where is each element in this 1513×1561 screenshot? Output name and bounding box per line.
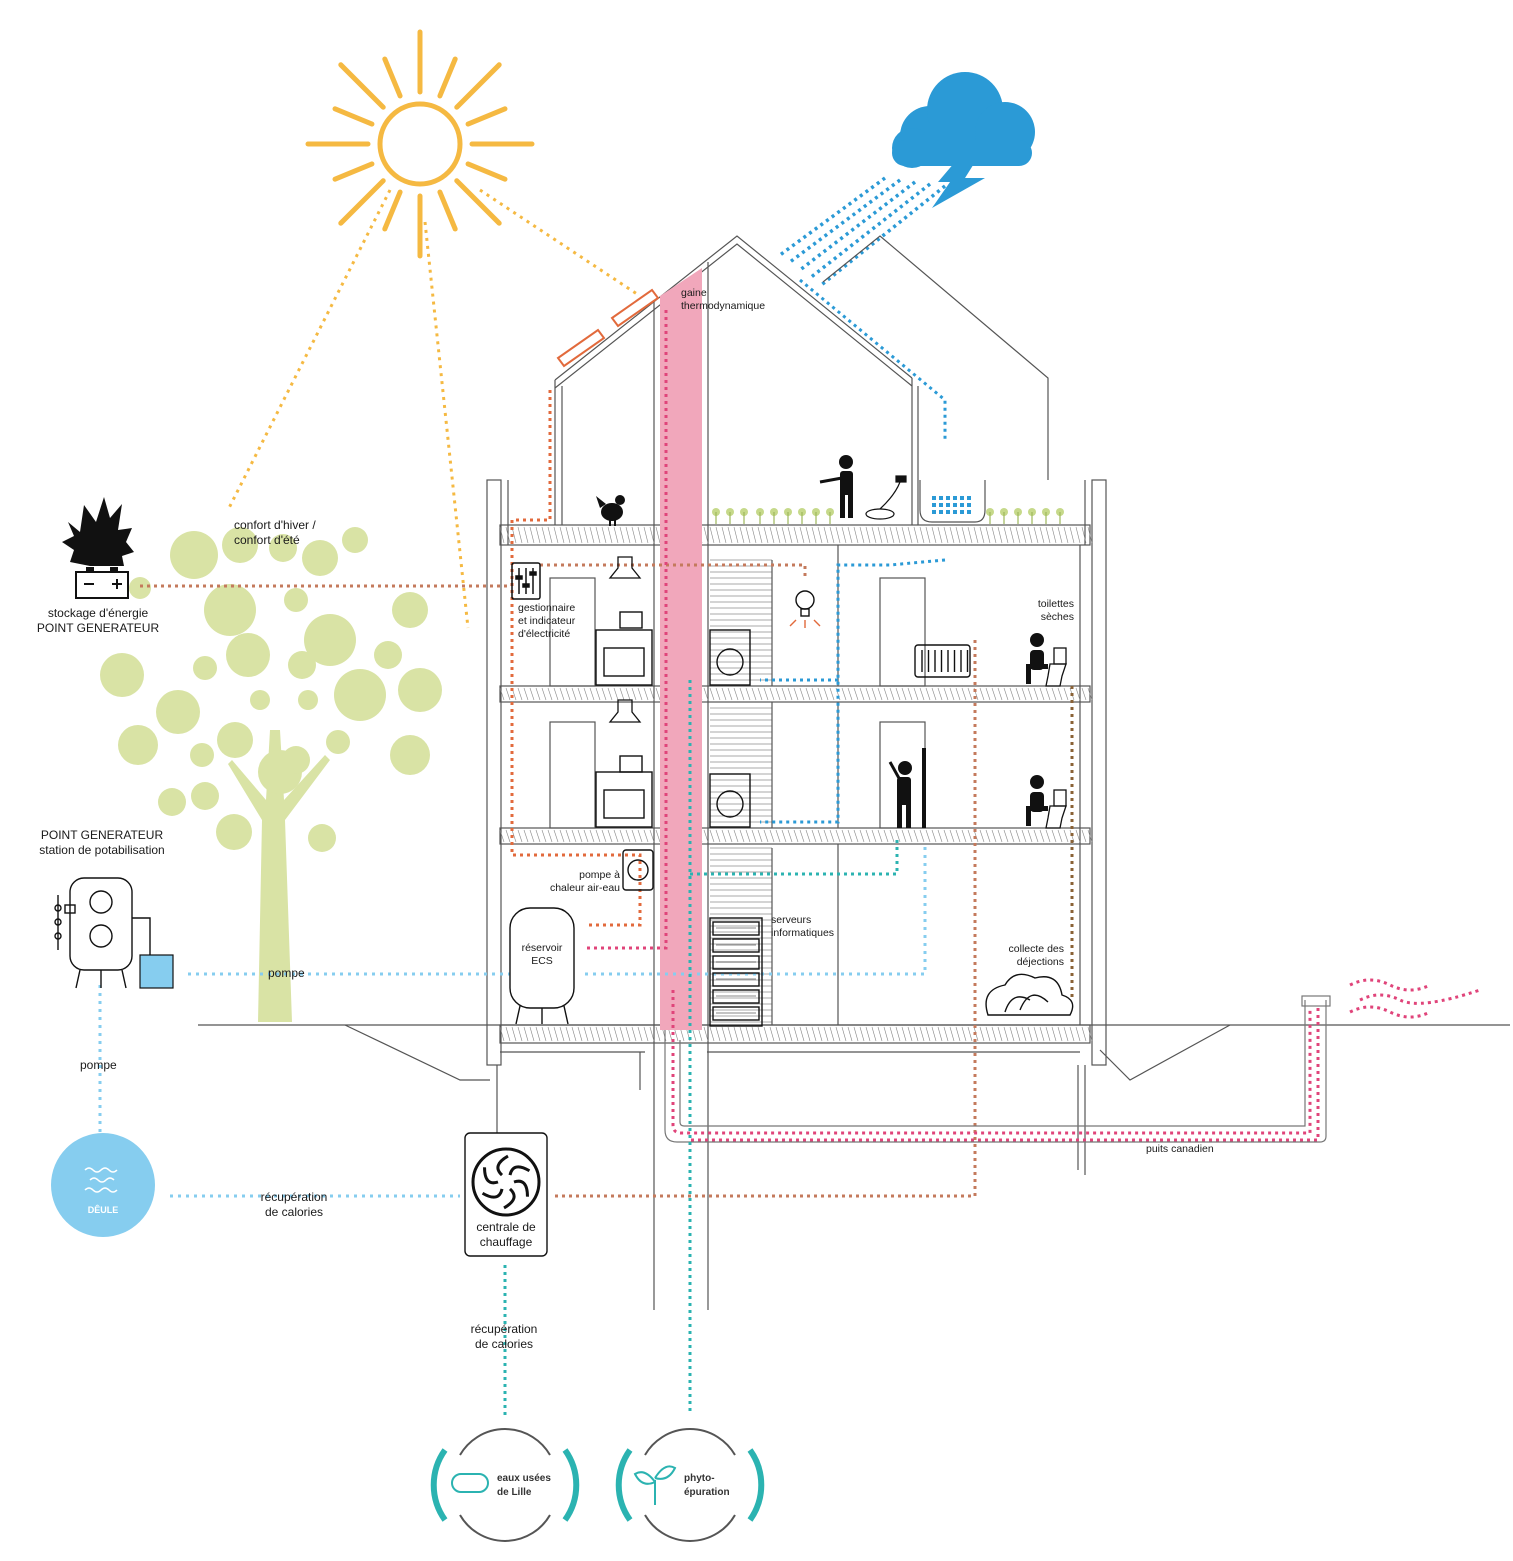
gardener-icon (819, 455, 853, 518)
label-collecte: collecte des déjections (1008, 943, 1064, 968)
label-reservoir: réservoir ECS (521, 942, 563, 967)
label-recuperation-left: récupération de calories (260, 1190, 328, 1219)
control-panel-icon (511, 562, 541, 600)
dry-toilet-icon (1026, 633, 1067, 829)
radiator-icon (914, 644, 971, 678)
label-toilettes: toilettes sèches (1037, 598, 1074, 623)
garden-hose (865, 475, 907, 520)
heat-pump-icon (622, 849, 654, 891)
energy-storage-line (140, 563, 977, 1198)
shower-person-icon (888, 748, 926, 828)
potable-water-line (98, 844, 927, 1198)
heating-plant-icon (464, 1132, 548, 1257)
gaine-thermodynamique (660, 268, 702, 1030)
label-deule: DÊULE (87, 1205, 119, 1215)
label-pompe-horizontal: pompe (268, 966, 305, 980)
compost-icon (985, 973, 1074, 1016)
rain-dotted (778, 176, 947, 288)
label-recuperation-bottom: récupération de calories (470, 1322, 538, 1351)
label-puits-canadien: puits canadien (1146, 1143, 1214, 1155)
hot-air-line (585, 310, 1481, 1142)
sun-icon (305, 29, 535, 259)
range-hood-icon (608, 556, 642, 723)
plants (712, 508, 1064, 524)
water-station-icon (54, 877, 151, 989)
cloud-icon (892, 72, 1035, 208)
sun-rays-dotted (226, 188, 641, 629)
oven-icon (595, 611, 653, 828)
label-centrale: centrale de chauffage (476, 1220, 536, 1249)
puits-canadien-pipe (664, 995, 1331, 1143)
server-rack-icon (709, 917, 763, 1027)
label-stockage: stockage d'énergie POINT GENERATEUR (36, 606, 160, 635)
label-point-generateur: POINT GENERATEUR station de potabilisati… (39, 828, 165, 857)
washing-machine-icon (709, 629, 751, 828)
waves-icon (84, 1167, 118, 1193)
solar-electric-line (510, 390, 642, 927)
reservoir-icon (509, 907, 575, 1025)
label-phyto: phyto- épuration (684, 1473, 730, 1498)
rainwater-line (760, 278, 947, 824)
phyto-badge-icon (615, 1428, 765, 1542)
battery-explosion-icon (62, 497, 134, 599)
pump-box (139, 954, 174, 989)
label-pompe-vertical: pompe (80, 1058, 117, 1072)
label-eaux-usees: eaux usées de Lille (497, 1473, 551, 1498)
label-gaine: gaine thermodynamique (681, 287, 766, 312)
building-structure (198, 235, 1510, 1310)
deule-circle (51, 1133, 155, 1237)
label-pompe-chaleur: pompe à chaleur air-eau (549, 869, 620, 894)
solar-panels (556, 288, 660, 368)
label-confort: confort d'hiver / confort d'été (234, 518, 316, 547)
light-bulb-icon (789, 590, 821, 628)
water-tank-icon (919, 480, 986, 523)
wastewater-badge-icon (430, 1428, 580, 1542)
label-gestionnaire: gestionnaire et indicateur d'électricité (518, 602, 576, 640)
chicken-icon (596, 495, 625, 526)
label-serveurs: serveurs informatiques (771, 914, 835, 939)
tree-icon (100, 527, 442, 1022)
